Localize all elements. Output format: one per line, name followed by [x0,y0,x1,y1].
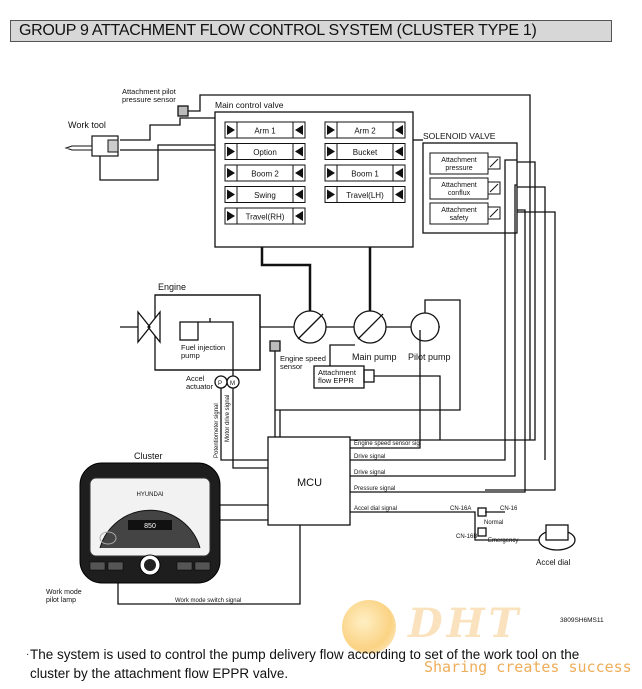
watermark-slogan: Sharing creates success [424,658,632,676]
drive-signal-2-label: Drive signal [354,470,385,476]
eppr-label-2: flow EPPR [318,376,354,385]
work-mode-lamp-label-2: pilot lamp [46,597,76,604]
left-spool-label: Option [253,148,277,157]
pilot-pump [410,312,440,342]
page-header: GROUP 9 ATTACHMENT FLOW CONTROL SYSTEM (… [10,20,612,42]
fuel-pump-label-1: Fuel injection [181,343,225,352]
fan-icon [137,310,161,344]
right-spool: Arm 2 [324,121,406,139]
left-spool: Option [224,143,306,160]
solenoid-label-1: Attachment [441,182,476,189]
fuel-injection-pump [179,321,199,341]
left-spool-label: Arm 1 [254,127,276,136]
m-label: M [230,381,235,387]
pilot-pump-label: Pilot pump [408,352,451,362]
work-mode-switch-signal-label: Work mode switch signal [175,598,241,604]
left-spool: Travel(RH) [224,207,306,225]
normal-label: Normal [484,520,503,526]
engine-speed-sensor [269,340,281,352]
engine-label: Engine [158,282,186,292]
description-text: The system is used to control the pump d… [30,647,580,681]
cn16a-label: CN-16A [450,506,471,512]
work-mode-lamp-label-1: Work mode [46,589,82,596]
cn16b-label: CN-16B [456,534,477,540]
left-spool: Swing [224,186,306,203]
right-spool: Boom 1 [324,164,406,182]
drawing-code: 3809SH6MS11 [560,617,604,624]
potentiometer-signal-label: Potentiometer signal [214,403,220,458]
solenoid-label-1: Attachment [441,157,476,164]
solenoid-valve-label: SOLENOID VALVE [423,131,496,141]
cluster-label: Cluster [134,451,163,461]
left-spool-label: Travel(RH) [246,213,285,222]
cluster: 850 HYUNDAI [79,462,221,584]
accel-actuator-label-1: Accel [186,374,205,383]
right-spool: Travel(LH) [324,186,406,203]
main-control-valve-box [214,111,414,248]
pilot-pressure-sensor [177,105,189,117]
accel-dial-label: Accel dial [536,558,570,567]
engine-speed-sensor-label-2: sensor [280,362,303,371]
main-control-valve-label: Main control valve [215,100,284,110]
work-tool-line-1 [99,144,215,181]
pilot-sensor-label-1: Attachment pilot [122,87,177,96]
engine-speed-sig-label: Engine speed sensor sig [354,441,420,447]
left-spool-label: Swing [254,191,276,200]
solenoid-label-2: safety [450,215,469,222]
accel-actuator-label-2: actuator [186,382,214,391]
eppr-label-1: Attachment [318,368,357,377]
watermark: DHT Sharing creates success [336,600,636,685]
emergency-label: Emergency [488,538,518,544]
cn16a-connector [477,507,487,517]
cn16b-connector [477,527,487,537]
right-spool: Bucket [324,143,406,160]
fuel-pump-label-2: pump [181,351,200,360]
solenoid-label-1: Attachment [441,207,476,214]
left-spool: Boom 2 [224,164,306,182]
watermark-logo: DHT [408,600,523,647]
cluster-brand: HYUNDAI [136,492,163,498]
engine-speed-sensor-label-1: Engine speed [280,354,326,363]
mcu-label: MCU [297,477,322,489]
right-spool-label: Travel(LH) [346,191,384,200]
motor-drive-signal-label: Motor drive signal [225,395,231,442]
pilot-sensor-label-2: pressure sensor [122,95,176,104]
right-spool-label: Bucket [353,148,378,157]
description: · The system is used to control the pump… [26,647,580,681]
watermark-logo-icon [342,600,396,654]
mcu-box [267,436,351,526]
solenoid-label-2: pressure [445,165,472,172]
main-pump-label: Main pump [352,352,397,362]
work-tool-line-2 [120,117,215,141]
page-title: GROUP 9 ATTACHMENT FLOW CONTROL SYSTEM (… [19,22,537,39]
p-label: P [218,381,222,387]
left-spool: Arm 1 [224,121,306,139]
cluster-readout: 850 [144,523,156,530]
solenoid-valve-box [422,142,518,234]
drive-signal-1-label: Drive signal [354,454,385,460]
accel-dial-signal-label: Accel dial signal [354,506,397,512]
work-tool [64,135,119,157]
left-spool-label: Boom 2 [251,170,279,179]
work-tool-label: Work tool [68,120,106,130]
cn16-label: CN-16 [500,506,518,512]
right-spool-label: Arm 2 [354,127,376,136]
engine-box [154,294,261,371]
pressure-signal-label: Pressure signal [354,486,395,492]
right-spool-label: Boom 1 [351,170,379,179]
solenoid-label-2: conflux [448,190,471,197]
